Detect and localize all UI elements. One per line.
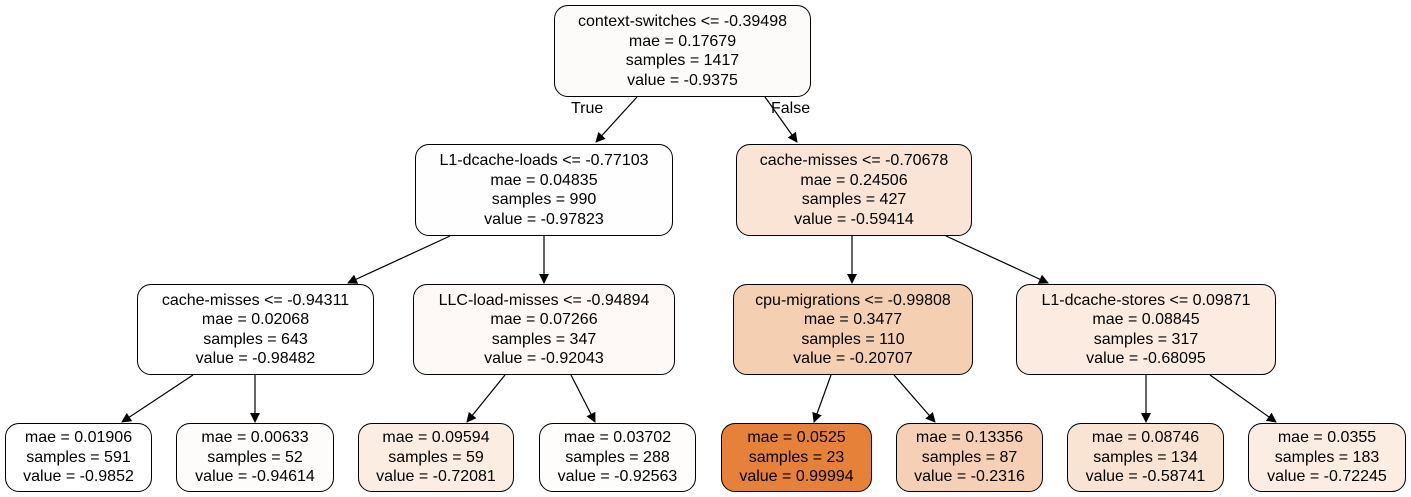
- node-mae-label: mae = 0.24506: [800, 171, 908, 189]
- node-mae-label: mae = 0.08746: [1091, 429, 1200, 447]
- node-mae-label: mae = 0.3477: [803, 311, 903, 328]
- node-value-label: value = -0.9375: [627, 71, 738, 89]
- node-value-label: value = -0.94614: [195, 468, 315, 486]
- tree-node-cache-misses-right: cache-misses <= -0.70678 mae = 0.24506 s…: [736, 144, 972, 236]
- edge-n4-n9: [466, 374, 506, 423]
- edge-n6-n14: [1209, 374, 1277, 423]
- node-mae-label: mae = 0.0525: [747, 429, 846, 447]
- edge-n5-n12: [893, 374, 936, 423]
- node-samples-label: samples = 288: [565, 448, 670, 466]
- edge-n2-n6: [945, 235, 1049, 284]
- tree-leaf: mae = 0.0525 samples = 23 value = 0.9999…: [721, 423, 872, 492]
- node-value-label: value = -0.58741: [1085, 468, 1206, 486]
- node-split-label: cpu-migrations <= -0.99808: [755, 291, 951, 309]
- node-samples-label: samples = 1417: [625, 52, 740, 69]
- edge-n1-n3: [347, 235, 451, 284]
- node-samples-label: samples = 990: [491, 191, 597, 208]
- node-samples-label: samples = 110: [801, 330, 905, 348]
- node-value-label: value = -0.72245: [1267, 468, 1387, 486]
- edge-label-false: False: [771, 100, 811, 117]
- node-samples-label: samples = 134: [1093, 448, 1198, 466]
- node-samples-label: samples = 591: [26, 448, 131, 466]
- node-split-label: L1-dcache-loads <= -0.77103: [439, 152, 649, 169]
- node-mae-label: mae = 0.03702: [563, 429, 672, 447]
- tree-node-cache-misses-left: cache-misses <= -0.94311 mae = 0.02068 s…: [137, 284, 374, 375]
- edge-label-true: True: [571, 100, 604, 117]
- node-mae-label: mae = 0.02068: [201, 311, 310, 328]
- node-mae-label: mae = 0.0355: [1277, 429, 1377, 447]
- node-value-label: value = -0.98482: [195, 350, 316, 367]
- node-mae-label: mae = 0.08845: [1092, 311, 1200, 328]
- node-mae-label: mae = 0.00633: [201, 429, 309, 447]
- node-value-label: value = -0.2316: [914, 468, 1025, 486]
- node-samples-label: samples = 23: [748, 448, 845, 466]
- node-value-label: value = -0.9852: [23, 468, 134, 486]
- tree-leaf: mae = 0.03702 samples = 288 value = -0.9…: [539, 423, 696, 492]
- node-mae-label: mae = 0.17679: [628, 32, 737, 50]
- node-value-label: value = -0.68095: [1086, 350, 1206, 367]
- node-value-label: value = -0.92563: [557, 468, 678, 486]
- node-value-label: value = -0.59414: [794, 210, 914, 228]
- node-mae-label: mae = 0.01906: [24, 429, 133, 447]
- node-split-label: context-switches <= -0.39498: [577, 13, 787, 30]
- node-mae-label: mae = 0.04835: [490, 171, 598, 189]
- tree-leaf: mae = 0.01906 samples = 591 value = -0.9…: [5, 423, 152, 492]
- node-samples-label: samples = 427: [801, 191, 907, 208]
- node-split-label: cache-misses <= -0.94311: [161, 291, 350, 309]
- tree-node-l1-dcache-stores: L1-dcache-stores <= 0.09871 mae = 0.0884…: [1016, 284, 1276, 375]
- edge-n5-n11: [812, 374, 832, 423]
- node-value-label: value = -0.97823: [484, 210, 604, 228]
- tree-leaf: mae = 0.09594 samples = 59 value = -0.72…: [358, 423, 514, 492]
- node-samples-label: samples = 183: [1274, 448, 1380, 466]
- node-value-label: value = 0.99994: [739, 468, 854, 486]
- tree-node-l1-dcache-loads: L1-dcache-loads <= -0.77103 mae = 0.0483…: [415, 144, 673, 236]
- node-mae-label: mae = 0.07266: [490, 311, 598, 328]
- tree-node-cpu-migrations: cpu-migrations <= -0.99808 mae = 0.3477 …: [733, 284, 973, 375]
- tree-leaf: mae = 0.0355 samples = 183 value = -0.72…: [1248, 423, 1406, 492]
- node-samples-label: samples = 87: [921, 448, 1018, 466]
- tree-leaf: mae = 0.13356 samples = 87 value = -0.23…: [896, 423, 1043, 492]
- node-samples-label: samples = 317: [1093, 330, 1199, 348]
- tree-leaf: mae = 0.00633 samples = 52 value = -0.94…: [176, 423, 334, 492]
- node-split-label: L1-dcache-stores <= 0.09871: [1041, 291, 1251, 309]
- tree-leaf: mae = 0.08746 samples = 134 value = -0.5…: [1067, 423, 1224, 492]
- node-split-label: LLC-load-misses <= -0.94894: [438, 291, 650, 309]
- node-mae-label: mae = 0.13356: [915, 429, 1024, 447]
- tree-node-root: context-switches <= -0.39498 mae = 0.176…: [554, 5, 811, 97]
- node-mae-label: mae = 0.09594: [382, 429, 490, 447]
- node-split-label: cache-misses <= -0.70678: [759, 152, 949, 169]
- edge-n0-n1: [595, 96, 638, 143]
- node-samples-label: samples = 643: [203, 330, 308, 348]
- tree-node-llc-load-misses: LLC-load-misses <= -0.94894 mae = 0.0726…: [413, 284, 675, 375]
- edge-n3-n7: [121, 374, 194, 423]
- node-samples-label: samples = 52: [207, 448, 303, 466]
- node-value-label: value = -0.20707: [793, 350, 913, 367]
- node-samples-label: samples = 59: [388, 448, 484, 466]
- node-value-label: value = -0.92043: [484, 350, 604, 367]
- node-samples-label: samples = 347: [491, 330, 597, 348]
- node-value-label: value = -0.72081: [376, 468, 496, 486]
- edge-n4-n10: [570, 374, 596, 423]
- edge-n0-n2: [764, 96, 798, 143]
